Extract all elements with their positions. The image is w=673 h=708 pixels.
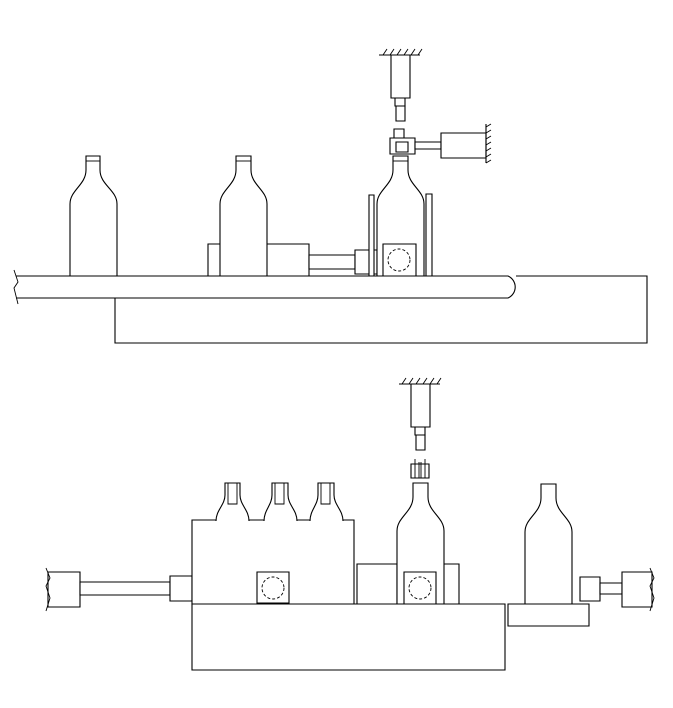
bottom-base-bed — [192, 604, 505, 670]
top-gripper — [390, 129, 415, 154]
top-guide-plates — [369, 194, 432, 276]
top-bottle-1 — [70, 156, 117, 276]
bottom-output-table — [508, 604, 589, 626]
top-machine-bed — [115, 276, 647, 343]
bottom-left-cylinder — [46, 568, 192, 611]
top-conveyor-belt — [14, 270, 515, 304]
bottom-magazine-bottle-3 — [310, 483, 343, 521]
top-horizontal-cylinder — [415, 124, 491, 163]
bottom-magazine-bottle-2 — [264, 483, 297, 521]
top-bottle-2 — [220, 156, 267, 276]
top-pusher-rod — [309, 250, 377, 274]
top-vertical-cylinder — [379, 49, 422, 121]
bottom-station-frame — [357, 564, 459, 604]
bottom-magazine-drive-box — [257, 572, 289, 603]
bottom-right-cylinder — [580, 568, 654, 611]
bottom-view — [46, 378, 654, 670]
bottom-station-drive-box — [404, 572, 436, 604]
bottom-gripper — [411, 459, 429, 478]
bottom-magazine-bottles — [216, 483, 343, 521]
bottom-output-bottle — [525, 484, 572, 604]
top-drive-box — [383, 244, 416, 276]
bottom-magazine-bottle-1 — [216, 483, 249, 521]
bottom-vertical-cylinder — [399, 378, 441, 450]
top-view — [14, 49, 647, 343]
